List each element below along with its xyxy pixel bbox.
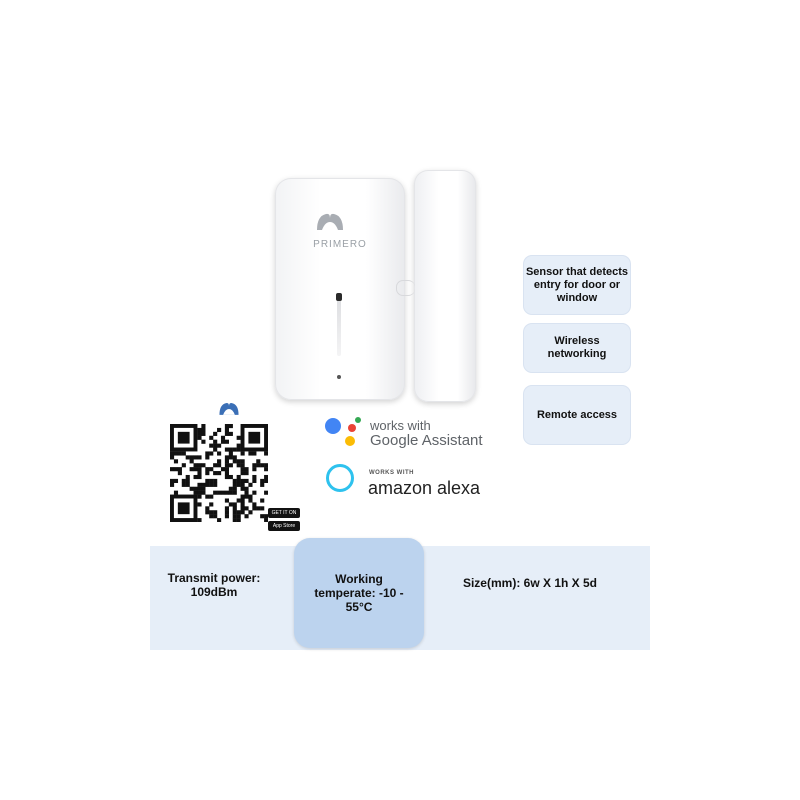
led-slot	[337, 296, 341, 356]
reset-hole	[337, 375, 341, 379]
led-indicator	[336, 293, 342, 301]
feature-entry-detection: Sensor that detects entry for door or wi…	[524, 256, 630, 314]
qr-code[interactable]	[170, 424, 268, 522]
google-works-with: works with	[370, 418, 431, 433]
spec-temperature-box: Working temperate: -10 - 55°C	[294, 538, 424, 648]
google-assistant-icon	[325, 417, 361, 446]
alexa-icon	[326, 464, 354, 492]
feature-remote-access: Remote access	[524, 386, 630, 444]
spec-transmit-power: Transmit power: 109dBm	[167, 571, 261, 599]
app-store-badge[interactable]: App Store	[268, 521, 300, 531]
spec-working-temperature: Working temperate: -10 - 55°C	[314, 572, 404, 614]
sensor-magnet-unit	[396, 170, 476, 402]
magnet-notch	[396, 280, 415, 296]
amazon-alexa-label: amazon alexa	[368, 478, 481, 498]
feature-wireless: Wireless networking	[524, 324, 630, 372]
primero-logo-icon	[317, 213, 343, 230]
primero-logo-icon	[219, 403, 239, 415]
sensor-main-unit: PRIMERO	[275, 178, 405, 400]
google-assistant-label: Google Assistant	[370, 432, 483, 449]
google-play-badge[interactable]: GET IT ON	[268, 508, 300, 518]
spec-size: Size(mm): 6w X 1h X 5d	[462, 576, 598, 590]
brand-name: PRIMERO	[313, 239, 367, 250]
alexa-works-with: WORKS WITH	[369, 470, 414, 476]
